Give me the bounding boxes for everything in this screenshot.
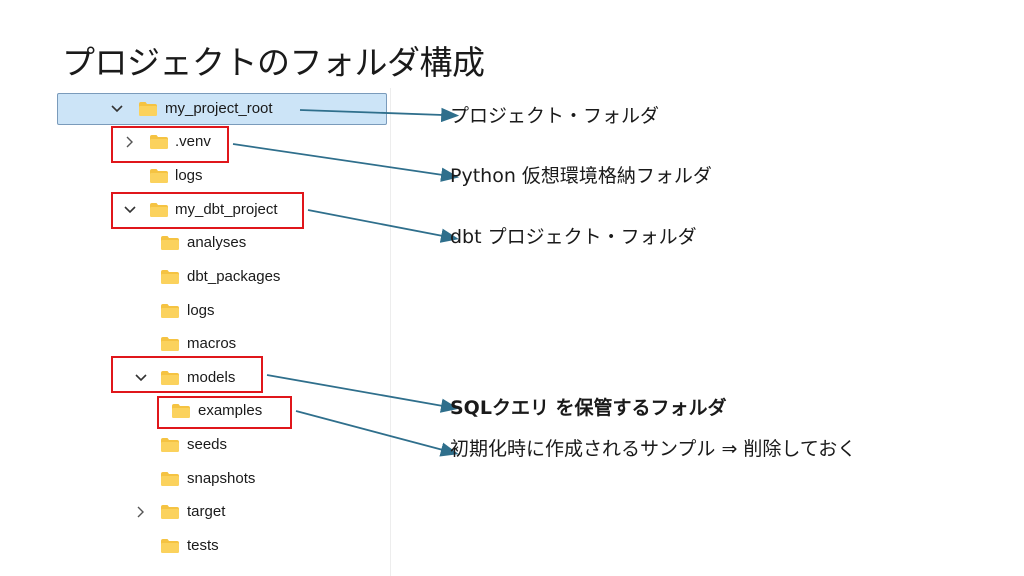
callout-dbt-project: dbt プロジェクト・フォルダ bbox=[450, 226, 697, 248]
callout-examples: 初期化時に作成されるサンプル ⇒ 削除しておく bbox=[450, 438, 857, 460]
chevron-down-icon[interactable] bbox=[134, 371, 148, 385]
tree-item-label: logs bbox=[187, 302, 215, 319]
arrow-models bbox=[266, 374, 459, 413]
arrow-project-root bbox=[299, 107, 460, 123]
tree-item-label: my_project_root bbox=[165, 100, 273, 117]
chevron-down-icon[interactable] bbox=[110, 102, 124, 116]
tree-item-label: my_dbt_project bbox=[175, 201, 278, 218]
tree-item-label: models bbox=[187, 369, 236, 386]
tree-item-label: seeds bbox=[187, 436, 228, 453]
tree-item-label: logs bbox=[175, 167, 203, 184]
tree-item-label: .venv bbox=[175, 133, 211, 150]
folder-tree: my_project_root .venv logs my_dbt_projec… bbox=[57, 88, 391, 576]
tree-item-macros[interactable]: macros bbox=[57, 329, 385, 359]
callout-sql-models: SQLクエリ を保管するフォルダ bbox=[450, 397, 727, 419]
folder-icon bbox=[161, 438, 179, 452]
folder-icon bbox=[161, 539, 179, 553]
folder-icon bbox=[161, 236, 179, 250]
folder-icon bbox=[161, 371, 179, 385]
tree-item-target[interactable]: target bbox=[57, 497, 385, 527]
tree-item-analyses[interactable]: analyses bbox=[57, 228, 385, 258]
folder-icon bbox=[161, 505, 179, 519]
tree-item-my-project-root[interactable]: my_project_root bbox=[57, 93, 387, 125]
tree-item-my-dbt-project[interactable]: my_dbt_project bbox=[57, 195, 385, 225]
folder-icon bbox=[139, 102, 157, 116]
callout-python-venv: Python 仮想環境格納フォルダ bbox=[450, 165, 712, 187]
tree-item-seeds[interactable]: seeds bbox=[57, 430, 385, 460]
tree-item-examples[interactable]: examples bbox=[57, 396, 385, 426]
highlight-box-dbt-project bbox=[111, 192, 304, 229]
folder-icon bbox=[150, 169, 168, 183]
highlight-box-venv bbox=[111, 126, 229, 163]
highlight-box-models bbox=[111, 356, 263, 393]
tree-item-label: dbt_packages bbox=[187, 268, 281, 285]
tree-item-label: target bbox=[187, 503, 226, 520]
folder-icon bbox=[161, 472, 179, 486]
tree-item-label: tests bbox=[187, 537, 219, 554]
chevron-down-icon[interactable] bbox=[123, 203, 137, 217]
arrow-dbt-project bbox=[307, 209, 459, 243]
arrow-examples bbox=[295, 410, 459, 457]
page-title: プロジェクトのフォルダ構成 bbox=[62, 43, 485, 82]
folder-icon bbox=[161, 337, 179, 351]
tree-item-label: examples bbox=[198, 402, 263, 419]
tree-item-label: analyses bbox=[187, 234, 247, 251]
tree-item-models[interactable]: models bbox=[57, 363, 385, 393]
chevron-right-icon[interactable] bbox=[134, 505, 148, 519]
callout-project-folder: プロジェクト・フォルダ bbox=[450, 105, 660, 127]
highlight-box-examples bbox=[157, 396, 292, 429]
tree-item-label: macros bbox=[187, 335, 237, 352]
folder-icon bbox=[172, 404, 190, 418]
tree-item-label: snapshots bbox=[187, 470, 256, 487]
tree-item-venv[interactable]: .venv bbox=[57, 127, 385, 157]
tree-item-logs[interactable]: logs bbox=[57, 296, 385, 326]
tree-item-logs[interactable]: logs bbox=[57, 161, 385, 191]
tree-item-tests[interactable]: tests bbox=[57, 531, 385, 561]
chevron-right-icon[interactable] bbox=[123, 135, 137, 149]
folder-icon bbox=[161, 304, 179, 318]
tree-item-dbt-packages[interactable]: dbt_packages bbox=[57, 262, 385, 292]
arrow-venv bbox=[232, 143, 460, 182]
folder-icon bbox=[150, 203, 168, 217]
folder-icon bbox=[150, 135, 168, 149]
tree-item-snapshots[interactable]: snapshots bbox=[57, 464, 385, 494]
folder-icon bbox=[161, 270, 179, 284]
